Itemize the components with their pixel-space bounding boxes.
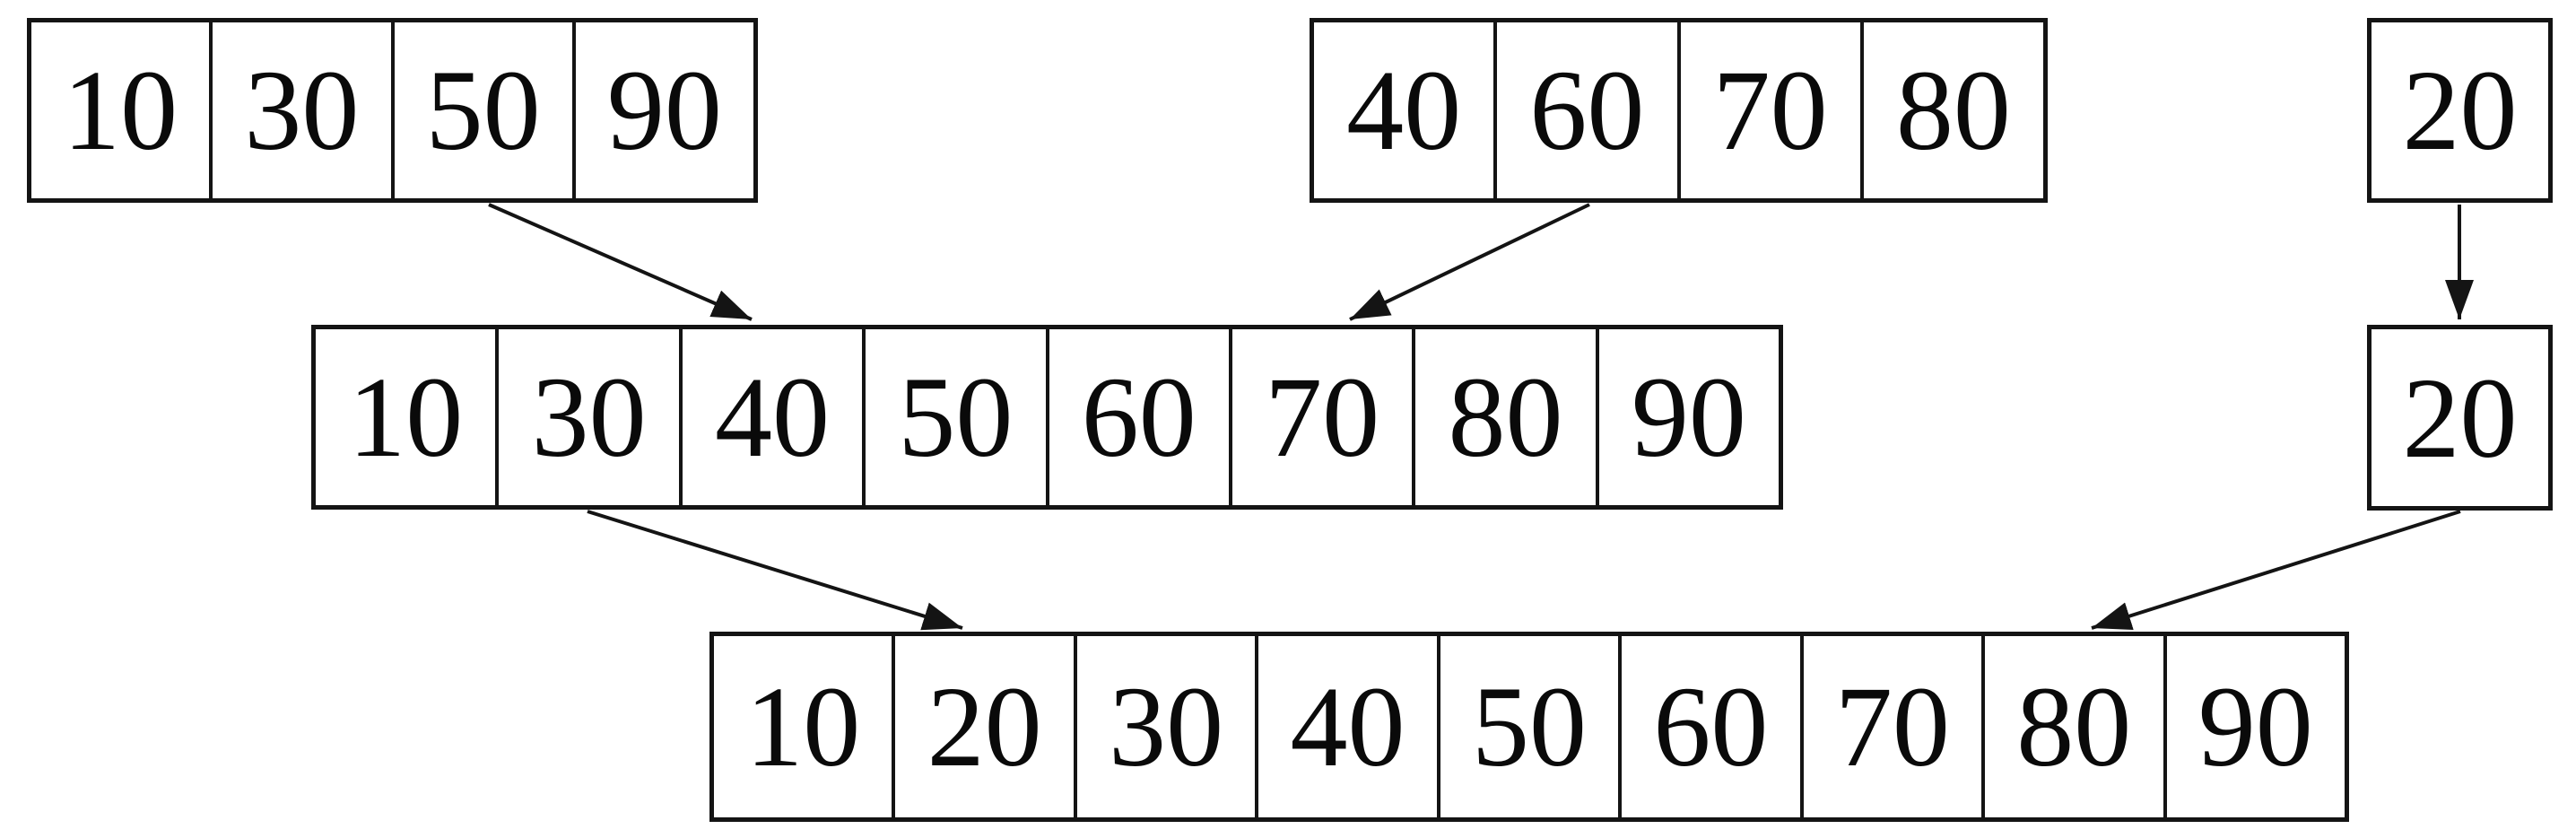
array-cell: 70 [1676, 22, 1860, 198]
array-cell: 70 [1228, 329, 1412, 505]
array-cell: 20 [2402, 354, 2518, 482]
array-cell: 60 [1618, 636, 1799, 817]
array-cell: 40 [678, 329, 862, 505]
array-cell: 10 [63, 47, 178, 174]
array-cell: 10 [745, 663, 861, 790]
array-cell: 60 [1493, 22, 1676, 198]
cell-top-right: 20 [2367, 18, 2553, 203]
arrow-middle-to-bottom [587, 510, 963, 631]
array-cell: 60 [1045, 329, 1229, 505]
array-cell: 40 [1346, 47, 1462, 174]
array-cell: 30 [1073, 636, 1255, 817]
array-cell: 80 [1859, 22, 2043, 198]
arrow-topmiddle-to-middle [1349, 203, 1590, 321]
array-cell: 40 [1255, 636, 1436, 817]
array-cell: 50 [1436, 636, 1618, 817]
array-cell: 80 [1412, 329, 1595, 505]
array-cell: 80 [1981, 636, 2163, 817]
array-cell: 50 [862, 329, 1045, 505]
array-cell: 20 [892, 636, 1073, 817]
cell-middle-right: 20 [2367, 325, 2553, 511]
array-cell: 90 [2163, 636, 2345, 817]
array-cell: 90 [571, 22, 753, 198]
array-cell: 30 [209, 22, 390, 198]
array-cell: 90 [1595, 329, 1779, 505]
arrow-topleft-to-middle [488, 203, 753, 321]
array-cell: 50 [390, 22, 572, 198]
array-cell: 10 [348, 354, 464, 481]
arrow-middleright-to-bottom [2091, 510, 2461, 630]
array-cell: 30 [495, 329, 678, 505]
array-cell: 70 [1799, 636, 1981, 817]
array-cell: 20 [2402, 47, 2518, 174]
